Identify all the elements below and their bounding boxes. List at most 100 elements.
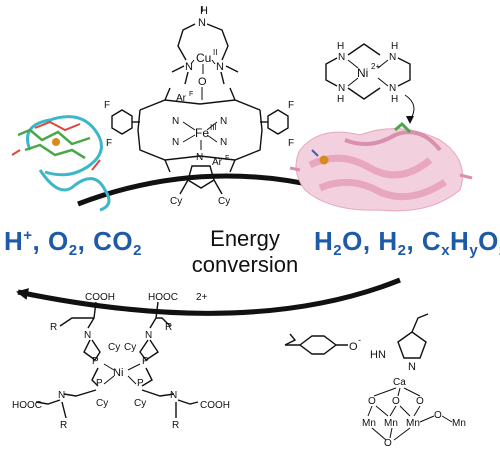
arf-bottom-sup: F	[225, 155, 229, 162]
species-co2: CO	[93, 226, 134, 256]
species-h: H	[4, 226, 24, 256]
ni-h-2: H	[391, 41, 398, 52]
imidazole-n: N	[408, 361, 416, 373]
cu-oxidation-state: II	[213, 48, 217, 57]
ni-macrocycle: H N H N N H N H Ni 2+	[325, 41, 415, 124]
atom-cu: Cu	[196, 51, 211, 65]
separator: ,	[406, 226, 415, 256]
species-o2: O	[48, 226, 69, 256]
r-label-3: R	[60, 420, 67, 431]
fe-oxidation-state: III	[210, 123, 217, 132]
species-c-sub: x	[441, 242, 451, 259]
n-4: N	[170, 390, 177, 401]
cy-1: Cy	[108, 342, 120, 353]
atom-f-4: F	[288, 138, 294, 149]
cy-4: Cy	[134, 398, 146, 409]
ni-h-1: H	[337, 41, 344, 52]
cy-2: Cy	[124, 342, 136, 353]
atom-n-por-4: N	[220, 137, 227, 148]
oec-ca: Ca	[393, 377, 406, 388]
ni-charge: 2+	[371, 62, 380, 71]
cu-fe-porphyrin-complex: H N N N Cu II O N N N N	[104, 5, 294, 207]
atom-n-por-3: N	[172, 137, 179, 148]
species-oz: O	[478, 226, 499, 256]
center-line-1: Energy	[210, 226, 280, 251]
species-oz-sub: z	[499, 242, 500, 259]
cy-label-2: Cy	[218, 196, 230, 207]
atom-f-1: F	[104, 100, 110, 111]
oec-o-5: O	[384, 438, 392, 449]
atom-ni: Ni	[357, 66, 368, 80]
species-h2o-sub: 2	[333, 242, 343, 259]
ni-h-3: H	[337, 94, 344, 105]
species-h2o-o: O	[342, 226, 363, 256]
oec-o-3: O	[416, 396, 424, 407]
n-1: N	[84, 330, 91, 341]
atom-h-top: H	[200, 5, 208, 17]
species-hy: H	[450, 226, 470, 256]
atom-f-3: F	[288, 100, 294, 111]
atom-fe: Fe	[195, 126, 209, 140]
arf-top-label: Ar	[176, 93, 187, 104]
r-label-2: R	[165, 322, 172, 333]
complex-charge: 2+	[196, 292, 208, 303]
arf-top-sup: F	[189, 91, 193, 98]
atom-n-por-2: N	[220, 116, 227, 127]
ni-n-4: N	[389, 83, 396, 94]
energy-conversion-label: Energy conversion	[170, 226, 320, 278]
ni-n-3: N	[338, 83, 345, 94]
arf-bottom-label: Ar	[212, 157, 223, 168]
r-label-1: R	[50, 322, 57, 333]
species-c: C	[421, 226, 442, 256]
species-h2: H	[378, 226, 398, 256]
atom-o: O	[198, 76, 207, 88]
reactants-label: H+, O2, CO2	[4, 226, 142, 259]
phenoxide-o: O	[349, 341, 358, 353]
p-1: P	[92, 356, 99, 367]
species-h-charge: +	[23, 227, 33, 244]
ni-diphosphine-complex: COOH HOOC HOOC COOH R R R R N N N N P P …	[12, 292, 230, 431]
atom-n-right: N	[216, 61, 224, 73]
hooc-2: HOOC	[12, 400, 42, 411]
species-h2o-h: H	[314, 226, 334, 256]
cy-label-1: Cy	[170, 196, 182, 207]
n-2: N	[145, 330, 152, 341]
p-3: P	[96, 378, 103, 389]
oec-o-2: O	[392, 396, 400, 407]
cooh-1: COOH	[85, 292, 115, 303]
oec-mn-2: Mn	[384, 418, 398, 429]
species-h2-sub: 2	[397, 242, 407, 259]
atom-n-triazole: N	[196, 152, 203, 163]
n-3: N	[58, 390, 65, 401]
separator: ,	[77, 226, 86, 256]
separator: ,	[362, 226, 371, 256]
cy-3: Cy	[96, 398, 108, 409]
heme-protein-model	[11, 115, 111, 212]
hooc-1: HOOC	[148, 292, 178, 303]
atom-f-2: F	[106, 138, 112, 149]
oec-o-1: O	[368, 396, 376, 407]
atom-n-por-1: N	[172, 116, 179, 127]
separator: ,	[32, 226, 41, 256]
ni-protein-model	[289, 121, 473, 212]
species-co2-sub: 2	[133, 242, 142, 259]
imidazole-hn: HN	[370, 349, 386, 361]
p-2: P	[142, 356, 149, 367]
ni-n-1: N	[338, 52, 345, 63]
ni-n-2: N	[389, 52, 396, 63]
redox-cofactors: O - HN N Ca O O O Mn Mn Mn O Mn O	[284, 313, 466, 449]
ni-h-4: H	[391, 94, 398, 105]
oec-o-4: O	[434, 410, 442, 421]
oec-mn-3: Mn	[406, 418, 420, 429]
reverse-arrow-arc	[16, 277, 401, 316]
r-label-4: R	[172, 420, 179, 431]
atom-n-top: N	[198, 17, 206, 29]
oec-mn-4: Mn	[452, 418, 466, 429]
products-label: H2O, H2, CxHyOz	[314, 226, 500, 259]
species-hy-sub: y	[469, 242, 479, 259]
oec-mn-1: Mn	[362, 418, 376, 429]
atom-n-left: N	[185, 61, 193, 73]
atom-ni-bottom: Ni	[113, 367, 123, 379]
cooh-2: COOH	[200, 400, 230, 411]
